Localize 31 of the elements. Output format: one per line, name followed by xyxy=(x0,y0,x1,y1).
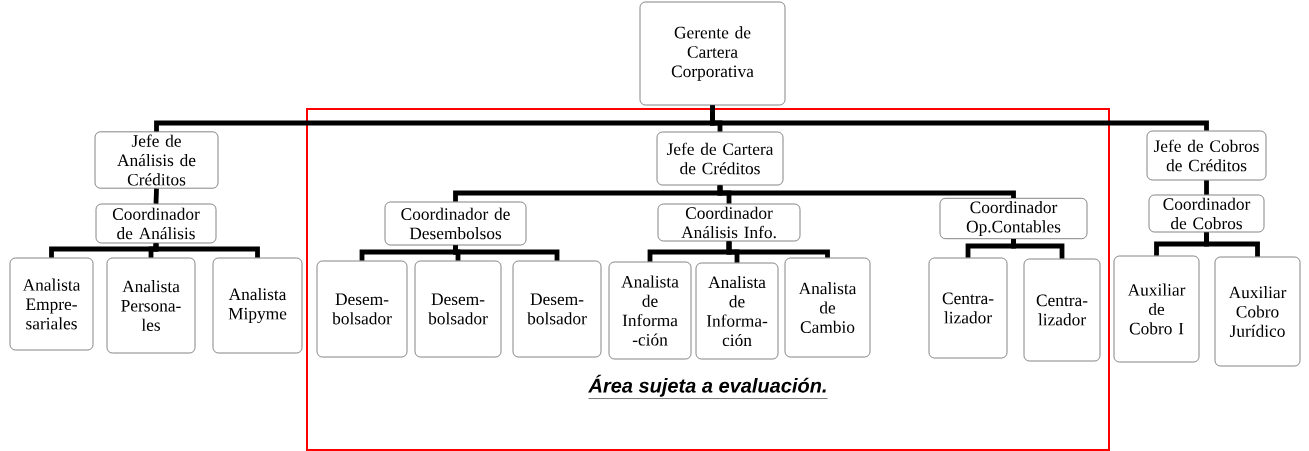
position-box: Analista Empre- sariales xyxy=(9,257,94,351)
position-box: Desem- bolsador xyxy=(414,260,502,358)
connector-line xyxy=(153,188,159,204)
position-box: Centra- lizador xyxy=(1023,258,1101,362)
connector-line xyxy=(1204,232,1260,257)
position-box: Analista Persona- les xyxy=(106,257,196,354)
connector-line xyxy=(726,241,830,258)
position-box: Coordinador Op.Contables xyxy=(939,197,1088,240)
position-box: Coordinador de Cobros xyxy=(1148,194,1265,233)
position-box: Auxiliar Cobro Jurídico xyxy=(1214,256,1301,367)
position-box: Analista de Cambio xyxy=(784,257,871,358)
position-box: Analista de Informa -ción xyxy=(608,261,692,360)
position-box: Analista Mipyme xyxy=(212,257,303,354)
position-box: Jefe de Cartera de Créditos xyxy=(656,131,784,186)
position-box: Desem- bolsador xyxy=(316,260,408,358)
connector-line xyxy=(1011,239,1065,259)
position-box: Coordinador de Análisis xyxy=(95,203,217,244)
position-box: Analista de Informa- ción xyxy=(695,262,779,360)
connector-line xyxy=(710,105,1209,131)
position-box: Centra- lizador xyxy=(928,257,1008,359)
connector-line xyxy=(453,245,560,261)
position-box: Gerente de Cartera Corporativa xyxy=(639,1,786,106)
connector-line xyxy=(717,185,1016,198)
position-box: Jefe de Análisis de Créditos xyxy=(94,131,219,189)
position-box: Jefe de Cobros de Créditos xyxy=(1146,130,1267,181)
connector-line xyxy=(153,243,260,258)
position-box: Auxiliar de Cobro I xyxy=(1113,255,1200,363)
connector-line xyxy=(1204,180,1209,195)
position-box: Coordinador Análisis Info. xyxy=(657,203,801,242)
position-box: Desem- bolsador xyxy=(512,260,602,358)
position-box: Coordinador de Desembolsos xyxy=(384,201,527,246)
